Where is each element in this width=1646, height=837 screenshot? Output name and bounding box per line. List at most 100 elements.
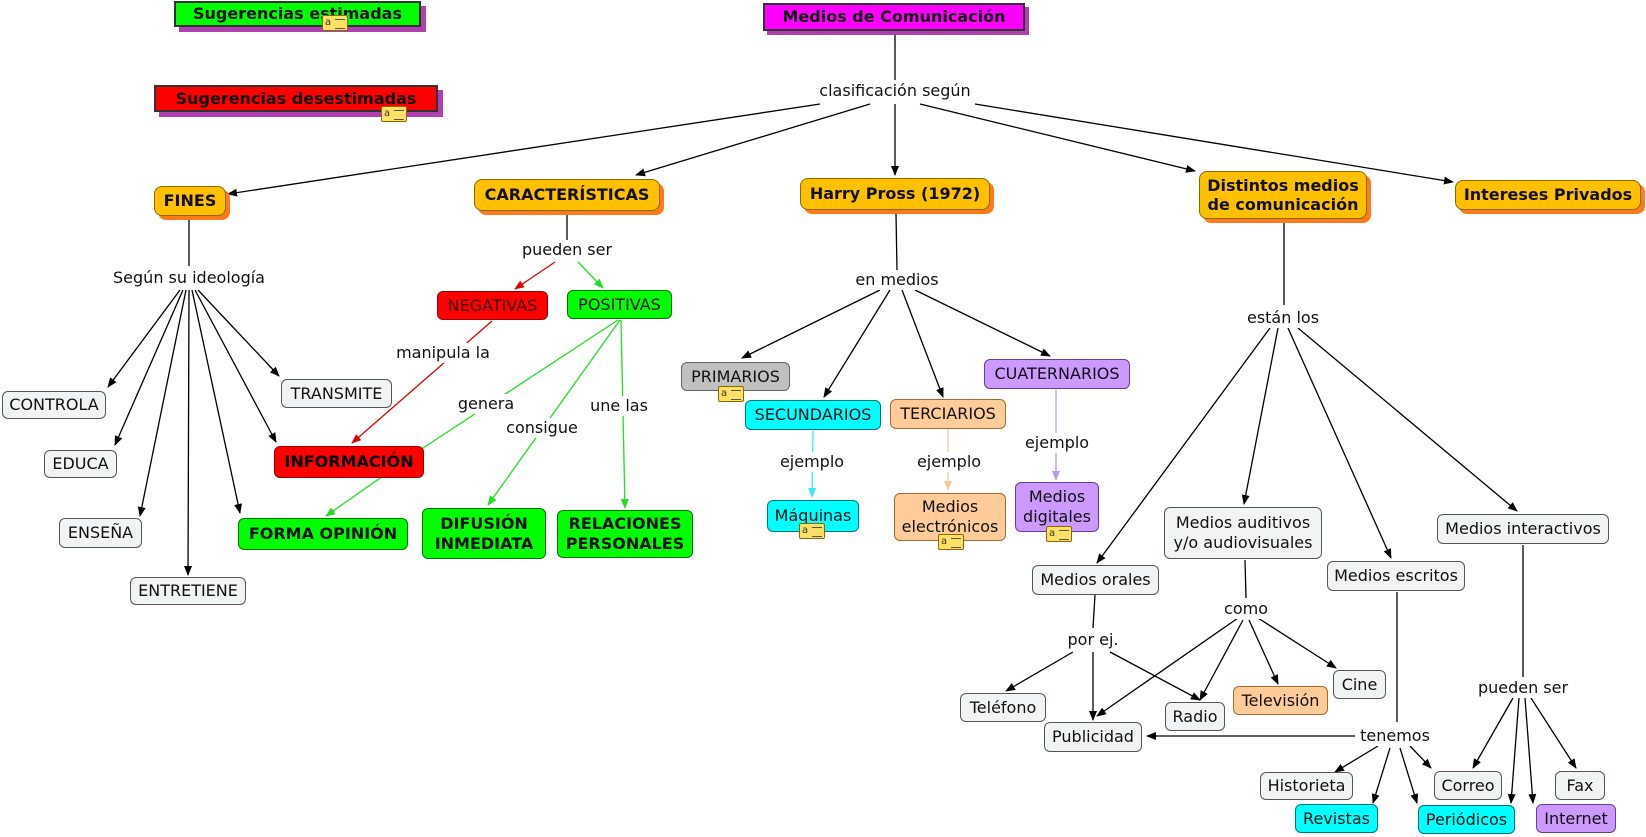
node-medios-orales[interactable]: Medios orales [1032, 565, 1159, 595]
node-informacion[interactable]: INFORMACIÓN [274, 446, 424, 478]
link-label: une las [588, 396, 650, 416]
link-label: pueden ser [1475, 678, 1571, 698]
link-label: clasificación según [817, 81, 973, 101]
edge [191, 289, 243, 514]
link-label: tenemos [1358, 726, 1432, 746]
node-negativas[interactable]: NEGATIVAS [437, 291, 548, 320]
node-revistas[interactable]: Revistas [1295, 804, 1378, 833]
edge [1371, 747, 1391, 804]
note-icon[interactable]: a [1046, 526, 1072, 542]
legend-estimadas: Sugerencias estimadas [174, 1, 421, 27]
root-node[interactable]: Medios de Comunicación [763, 3, 1025, 31]
node-transmite[interactable]: TRANSMITE [281, 379, 392, 408]
edge [1199, 619, 1244, 701]
edge [914, 289, 1051, 357]
link-label: Según su ideología [111, 268, 267, 288]
edge [351, 320, 493, 444]
node-cuaternarios[interactable]: CUATERNARIOS [984, 359, 1130, 389]
edge [114, 289, 184, 446]
node-caracteristicas[interactable]: CARACTERÍSTICAS [474, 179, 660, 211]
edge [1507, 697, 1520, 804]
node-fines[interactable]: FINES [154, 186, 226, 216]
edge [1241, 327, 1279, 505]
edge [1244, 559, 1247, 599]
edge [823, 289, 891, 398]
node-television[interactable]: Televisión [1233, 686, 1328, 715]
edge [974, 103, 1454, 185]
link-label: por ej. [1065, 630, 1121, 650]
edge [184, 289, 193, 576]
node-intereses-privados[interactable]: Intereses Privados [1455, 180, 1641, 210]
edge [1287, 327, 1392, 559]
legend-desestimadas: Sugerencias desestimadas [154, 85, 438, 112]
node-positivas[interactable]: POSITIVAS [567, 290, 672, 319]
link-label: en medios [853, 270, 941, 290]
node-entretiene[interactable]: ENTRETIENE [130, 577, 246, 605]
node-fax[interactable]: Fax [1555, 771, 1605, 800]
note-icon[interactable]: a [322, 15, 348, 31]
node-ensena[interactable]: ENSEÑA [59, 518, 142, 548]
node-educa[interactable]: EDUCA [44, 450, 117, 478]
node-terciarios[interactable]: TERCIARIOS [890, 399, 1006, 429]
edge [919, 103, 1196, 173]
note-icon[interactable]: a [938, 534, 964, 550]
edge [487, 319, 621, 506]
link-label: ejemplo [777, 452, 847, 472]
edge [577, 261, 604, 289]
node-telefono[interactable]: Teléfono [960, 693, 1046, 722]
node-publicidad[interactable]: Publicidad [1044, 722, 1142, 752]
edge [1399, 747, 1419, 804]
edge [741, 289, 881, 359]
link-label: manipula la [394, 343, 492, 363]
edge [895, 213, 898, 271]
edge [1297, 327, 1518, 512]
note-icon[interactable]: a [799, 523, 825, 539]
node-periodicos[interactable]: Periódicos [1418, 805, 1515, 834]
link-label: ejemplo [1022, 433, 1092, 453]
node-cine[interactable]: Cine [1333, 670, 1386, 699]
node-forma-opinion[interactable]: FORMA OPINIÓN [238, 518, 408, 550]
node-historieta[interactable]: Historieta [1260, 772, 1353, 800]
node-controla[interactable]: CONTROLA [2, 391, 106, 419]
edge [227, 103, 821, 197]
edge [1257, 617, 1337, 669]
edge [1472, 697, 1514, 769]
edge [1524, 697, 1537, 804]
edge [901, 289, 944, 398]
note-icon[interactable]: a [381, 106, 407, 122]
edge [1334, 745, 1379, 773]
edge [1096, 617, 1239, 717]
node-harry-pross[interactable]: Harry Pross (1972) [800, 178, 990, 210]
edge [1530, 697, 1577, 769]
edge [137, 289, 187, 517]
node-radio[interactable]: Radio [1165, 702, 1225, 731]
edge [635, 103, 871, 177]
link-label: genera [455, 394, 517, 414]
link-label: pueden ser [519, 240, 615, 260]
edge [1409, 745, 1432, 769]
link-label: están los [1244, 308, 1322, 328]
edge [1005, 651, 1074, 692]
edge [197, 289, 280, 377]
edge [1248, 619, 1279, 685]
edge [419, 319, 619, 451]
note-icon[interactable]: a [718, 386, 744, 402]
link-label: como [1222, 599, 1270, 619]
node-internet[interactable]: Internet [1536, 804, 1616, 833]
node-medios-escritos[interactable]: Medios escritos [1327, 561, 1465, 591]
edge [1092, 594, 1096, 629]
edge [1096, 327, 1271, 564]
edge [107, 289, 181, 388]
edge [514, 261, 556, 290]
node-secundarios[interactable]: SECUNDARIOS [745, 400, 881, 430]
link-label: consigue [504, 418, 580, 438]
node-correo[interactable]: Correo [1434, 771, 1502, 800]
node-medios-interactivos[interactable]: Medios interactivos [1437, 514, 1609, 544]
edge [194, 289, 277, 443]
